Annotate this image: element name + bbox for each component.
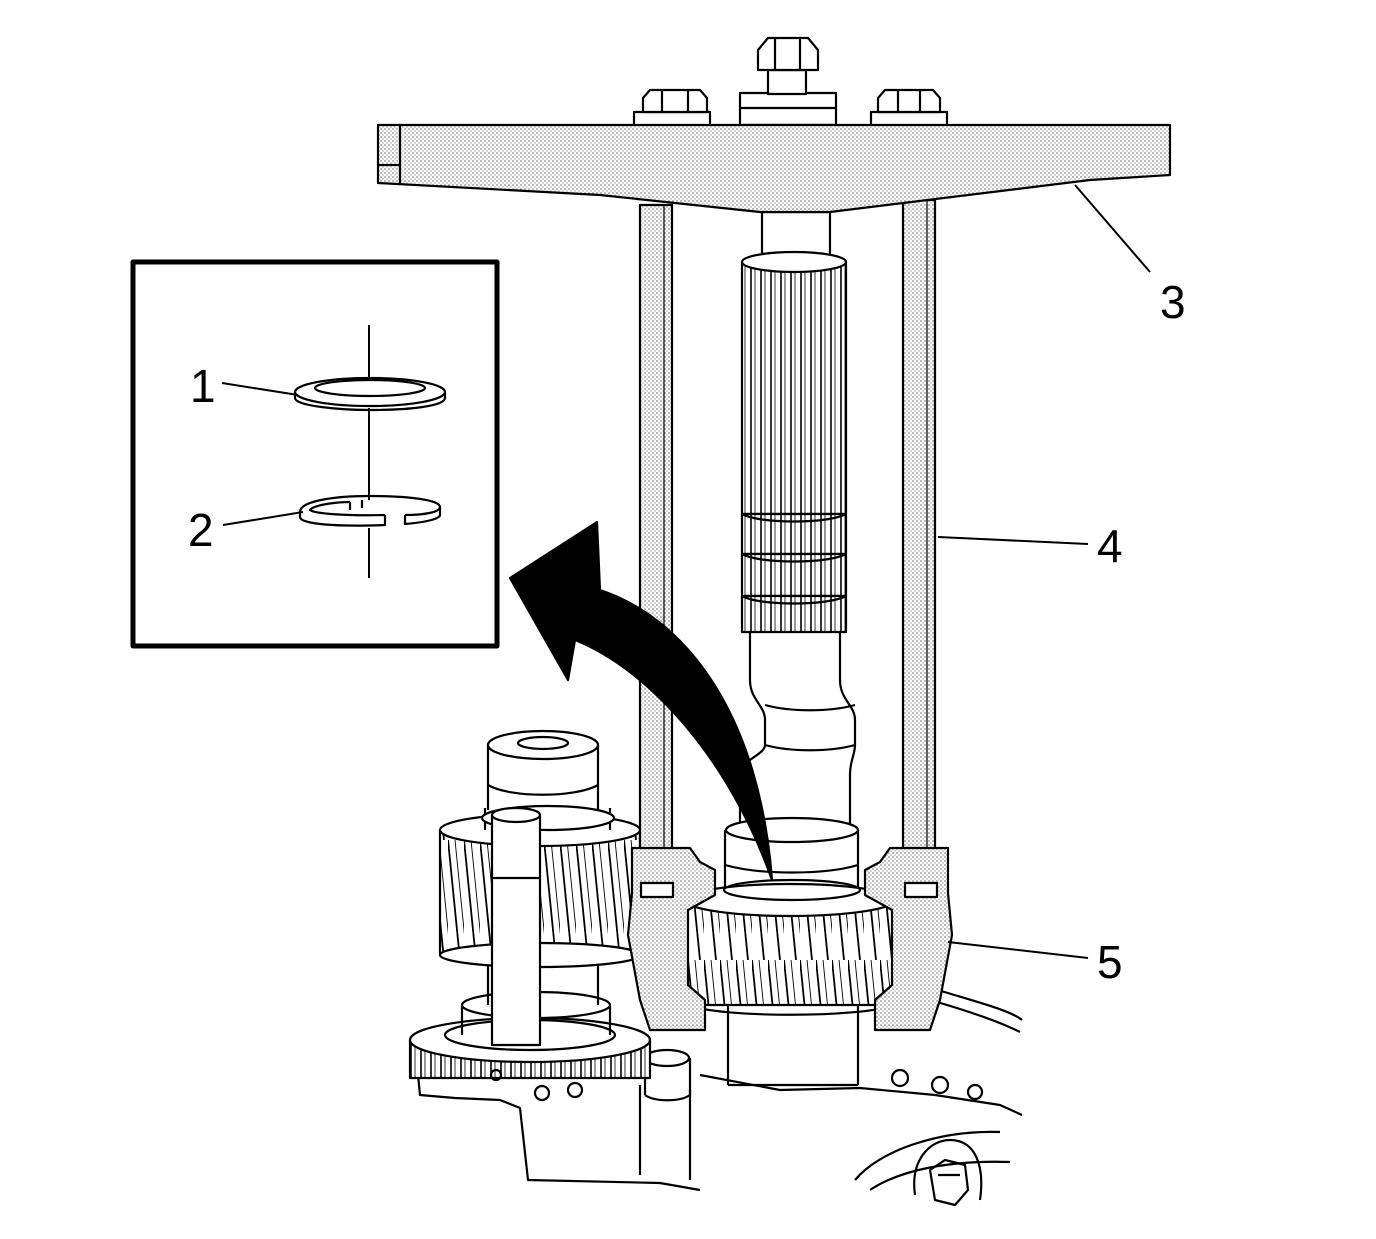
- leader-2: [222, 511, 304, 526]
- thrust-washer: [293, 376, 447, 412]
- main-shaft: [723, 210, 860, 1087]
- puller-legs: [638, 198, 937, 857]
- case-bolt: [913, 1138, 983, 1207]
- callout-3: 3: [1160, 276, 1186, 328]
- countershaft-gear-cluster: [408, 729, 652, 1082]
- dowel-pin: [643, 1048, 692, 1102]
- leader-4: [937, 536, 1089, 545]
- inset-detail-box: [130, 259, 500, 649]
- main-helical-gear: [683, 878, 897, 1016]
- callout-2: 2: [188, 504, 214, 556]
- removal-arrow: [508, 520, 774, 882]
- leader-5: [947, 941, 1089, 959]
- leader-1: [221, 382, 299, 396]
- callout-5: 5: [1097, 936, 1123, 988]
- leader-3: [1074, 184, 1151, 273]
- puller-jaws: [626, 846, 954, 1032]
- leader-lines: [221, 184, 1151, 959]
- puller-crossbar: [376, 36, 1172, 214]
- callout-4: 4: [1097, 520, 1123, 572]
- snap-ring: [298, 494, 442, 527]
- transmission-case: [416, 988, 1023, 1192]
- callout-1: 1: [190, 360, 216, 412]
